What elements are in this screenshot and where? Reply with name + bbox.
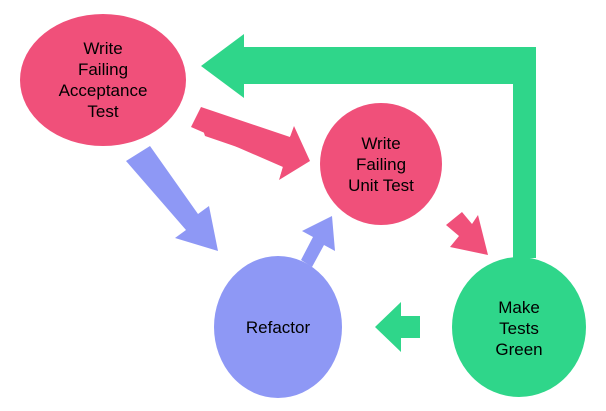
unit-label-line-2: Failing (355, 154, 407, 174)
arrow-acceptance-to-unit-body (191, 107, 310, 180)
arrow-acceptance-to-refactor (126, 146, 218, 251)
acceptance-label-line-3: Acceptance (58, 81, 148, 100)
refactor-label-line-1: Refactor (245, 317, 311, 337)
green-label-line-3: Green (495, 339, 543, 359)
write-failing-acceptance-test-label: Write Failing Acceptance Test (28, 26, 178, 134)
write-failing-unit-test-node (320, 103, 442, 225)
refactor-label: Refactor (228, 307, 328, 347)
unit-label-line-3: Unit Test (348, 175, 414, 195)
arrow-green-to-refactor (375, 302, 420, 352)
arrow-unit-to-green (446, 212, 488, 255)
arrow-green-to-acceptance (201, 34, 536, 258)
make-tests-green-node (452, 257, 586, 397)
write-failing-acceptance-test-node (20, 14, 186, 146)
acceptance-label-line-4: Test (87, 102, 119, 121)
acceptance-label-line-2: Failing (77, 60, 129, 79)
acceptance-label-line-1: Write (83, 39, 123, 58)
make-tests-green-label: Make Tests Green (469, 288, 569, 368)
green-label-line-1: Make (498, 297, 540, 317)
write-failing-unit-test-label: Write Failing Unit Test (326, 124, 436, 204)
arrow-refactor-to-unit (301, 216, 335, 267)
refactor-node (214, 256, 342, 398)
green-label-line-2: Tests (499, 318, 539, 338)
unit-label-line-1: Write (361, 133, 401, 153)
